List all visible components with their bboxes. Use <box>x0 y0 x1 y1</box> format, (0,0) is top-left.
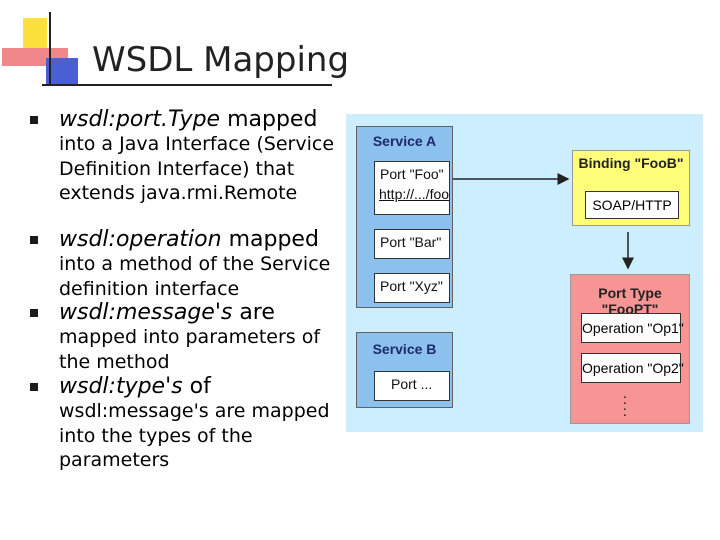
title-underline <box>42 84 332 86</box>
port-other-label: Port ... <box>391 376 433 392</box>
binding-title: Binding "FooB" <box>578 155 684 171</box>
diagram-arrows <box>444 173 634 270</box>
wsdl-diagram: Service A Port "Foo" http://.../foo Port… <box>346 114 703 432</box>
service-b-box: Service B Port ... <box>356 332 453 408</box>
bullet-text: into a method of the Service definition … <box>59 253 331 300</box>
bullet-lead-suffix: of <box>182 374 211 399</box>
bullet-square-icon <box>30 383 38 391</box>
slide-title: WSDL Mapping <box>92 40 350 80</box>
service-a-box: Service A Port "Foo" http://.../foo Port… <box>356 126 453 308</box>
operation-op1: Operation "Op1" <box>581 313 684 343</box>
bullet-square-icon <box>30 116 38 124</box>
bullet-square-icon <box>30 309 38 317</box>
bullet-term: wsdl:operation <box>59 227 222 252</box>
bullet-square-icon <box>30 236 38 244</box>
bullet-text: into a Java Interface (Service Definitio… <box>59 133 335 204</box>
bullet-term: wsdl:message's <box>59 300 233 325</box>
decorative-vertical-line <box>49 12 51 86</box>
port-type-box: Port Type "FooPT" Operation "Op1" Operat… <box>570 274 690 424</box>
service-a-title: Service A <box>372 133 437 149</box>
bullet-text: mapped into parameters of the method <box>59 326 321 373</box>
port-bar-box: Port "Bar" <box>374 229 450 259</box>
port-foo-box: Port "Foo" http://.../foo <box>374 161 450 215</box>
binding-protocol: SOAP/HTTP <box>585 191 679 219</box>
bullet-lead-suffix: mapped <box>221 227 319 252</box>
port-foo-link[interactable]: http://.../foo <box>379 186 450 202</box>
bullet-item: wsdl:type's of wsdl:message's are mapped… <box>28 375 346 473</box>
bullet-lead-suffix: are <box>232 300 275 325</box>
bullet-lead: wsdl:type's of <box>59 375 346 399</box>
bullet-lead: wsdl:operation mapped <box>59 228 346 252</box>
bullet-term: wsdl:port.Type <box>59 107 221 132</box>
service-b-title: Service B <box>372 341 437 357</box>
bullet-item: wsdl:operation mapped into a method of t… <box>28 228 346 301</box>
bullet-list: wsdl:port.Type mapped into a Java Interf… <box>28 108 346 473</box>
bullet-item: wsdl:port.Type mapped into a Java Interf… <box>28 108 346 228</box>
bullet-item: wsdl:message's are mapped into parameter… <box>28 301 346 375</box>
port-foo-label: Port "Foo" <box>380 166 444 182</box>
bullet-lead: wsdl:port.Type mapped <box>59 108 346 132</box>
port-other-box: Port ... <box>374 371 450 401</box>
port-xyz-box: Port "Xyz" <box>374 273 450 303</box>
port-bar-label: Port "Bar" <box>380 234 442 250</box>
operation-op2: Operation "Op2" <box>581 353 684 383</box>
bullet-lead: wsdl:message's are <box>59 301 346 325</box>
bullet-lead-suffix: mapped <box>220 107 318 132</box>
decorative-blue-square <box>46 58 78 84</box>
binding-box: Binding "FooB" SOAP/HTTP <box>572 150 690 226</box>
bullet-text: wsdl:message's are mapped into the types… <box>59 400 330 471</box>
port-xyz-label: Port "Xyz" <box>380 278 443 294</box>
more-operations-ellipsis: .... <box>623 387 627 419</box>
bullet-term: wsdl:type's <box>59 374 183 399</box>
